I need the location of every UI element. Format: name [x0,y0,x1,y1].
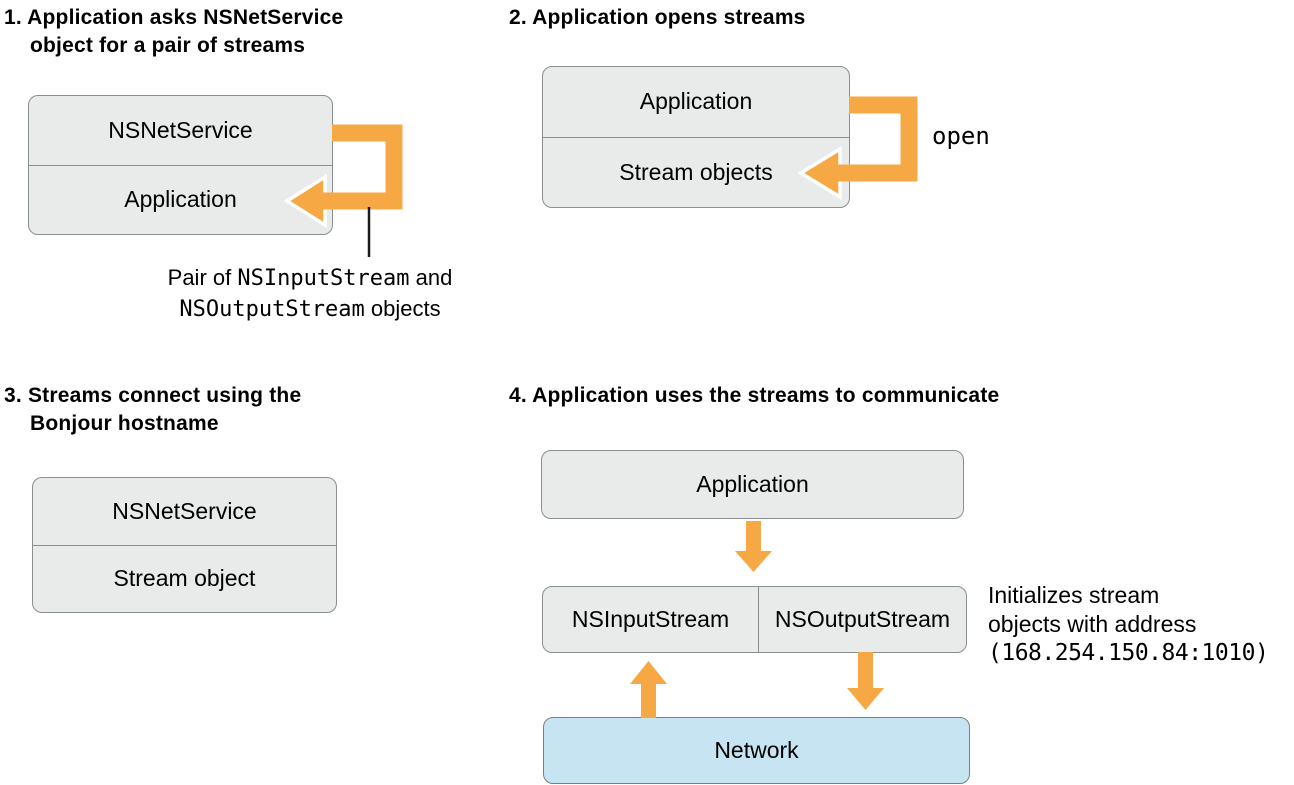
step4-network-box: Network [543,717,970,784]
step2-box: Application Stream objects [542,66,850,208]
step3-box-stream-object-label: Stream object [33,544,336,613]
side-note-line1: Initializes stream [988,582,1160,608]
step1-box-nsnetservice-label: NSNetService [108,116,253,143]
caption-code-nsoutputstream: NSOutputStream [179,297,365,322]
step3-box: NSNetService Stream object [32,477,337,613]
caption-code-nsinputstream: NSInputStream [237,266,410,291]
step2-open-label: open [932,122,990,150]
side-note-address: (168.254.150.84:1010) [988,640,1269,666]
step3-box-nsnetservice-label: NSNetService [112,497,257,524]
step2-box-application-label: Application [639,88,753,115]
step1-title: 1. Application asks NSNetService object … [4,6,344,57]
step4-network-to-input-arrow-icon [630,661,667,718]
caption-text: Pair of [167,265,238,290]
step1-box-application-label: Application [29,164,332,235]
step3-title: 3. Streams connect using the Bonjour hos… [4,384,302,435]
step4-nsinputstream-cell: NSInputStream [571,606,730,632]
step4-title: 4. Application uses the streams to commu… [509,384,1000,407]
step2-box-stream-objects-label: Stream objects [543,136,849,208]
step4-streams-box: NSInputStream NSOutputStream [542,586,967,653]
step4-output-to-network-arrow-icon [847,652,884,710]
step4-side-note: Initializes stream objects with address … [988,581,1269,668]
caption-text: objects [364,296,441,321]
caption-text: and [409,265,453,290]
side-note-line2: objects with address [988,611,1197,637]
step2-title: 2. Application opens streams [509,6,806,29]
step4-application-box: Application [541,450,964,519]
step1-box: NSNetService Application [28,95,333,235]
step4-nsoutputstream-cell: NSOutputStream [758,587,966,652]
step1-caption: Pair of NSInputStream and NSOutputStream… [140,263,480,325]
step4-network-label: Network [714,737,799,763]
step4-app-to-streams-arrow-icon [735,521,772,572]
step4-application-label: Application [696,471,809,497]
